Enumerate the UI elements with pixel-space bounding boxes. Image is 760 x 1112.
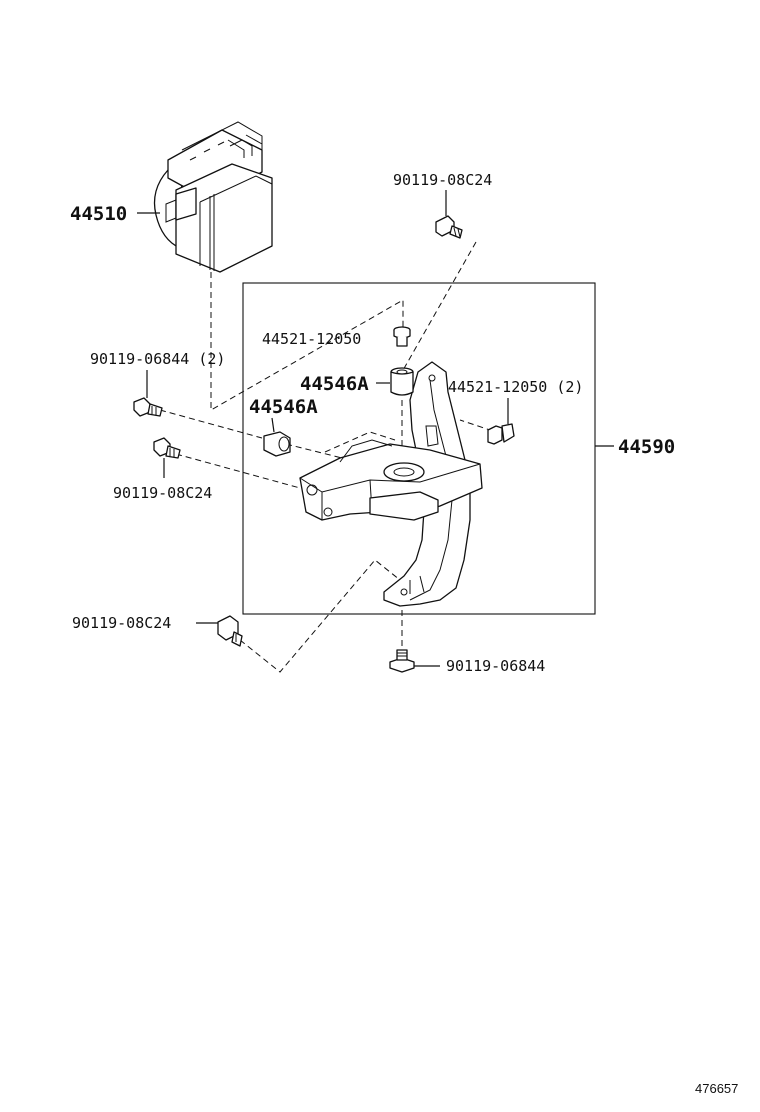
bolt-lower-left-icon [217,615,243,647]
bracket-assembly-box [242,282,596,615]
cushion-upper [390,367,414,396]
bolt-left-top-icon [133,397,163,417]
label-bracket-assembly: 44590 [618,436,675,458]
label-bolt-left-mid: 90119-08C24 [113,484,212,502]
cushion-left [263,431,291,457]
alignment-lines [159,241,503,673]
label-bolt-lower-left: 90119-08C24 [72,614,171,632]
bracket-drawing [299,361,483,607]
bolt-bracket-top-icon [393,326,411,347]
bolt-bottom-icon [389,649,415,673]
reference-number: 476657 [695,1081,738,1096]
label-bolt-left-top: 90119-06844 (2) [90,350,225,368]
label-bolt-right-side: 44521-12050 (2) [448,378,583,396]
bolt-right-side-icon [487,423,515,445]
label-abs-actuator: 44510 [70,203,127,225]
label-cushion-upper: 44546A [300,373,369,395]
bolt-top-right-icon [435,215,463,239]
label-bolt-bracket-top: 44521-12050 [262,330,361,348]
leader-line [271,417,275,433]
label-bolt-bottom: 90119-06844 [446,657,545,675]
label-bolt-top-right: 90119-08C24 [393,171,492,189]
abs-actuator-drawing [153,121,273,273]
label-cushion-left: 44546A [249,396,318,418]
bolt-left-mid-icon [153,437,181,459]
